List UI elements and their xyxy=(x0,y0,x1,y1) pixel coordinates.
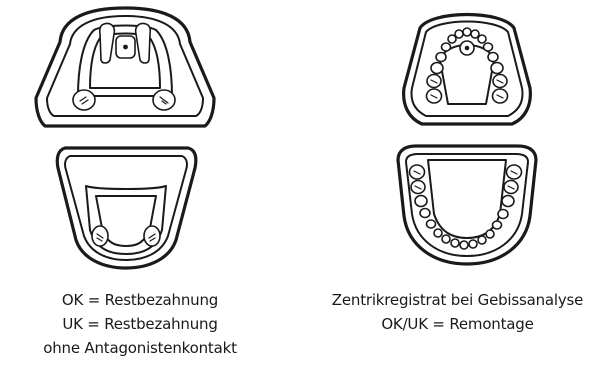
caption-left: OK = Restbezahnung UK = Restbezahnung oh… xyxy=(5,288,275,360)
upper-tooth xyxy=(488,53,498,62)
lower-tooth xyxy=(469,240,477,248)
caption-right-line-2: OK/UK = Remontage xyxy=(300,312,615,336)
upper-tooth xyxy=(484,43,493,51)
lower-tooth xyxy=(460,241,468,249)
lower-tooth xyxy=(427,220,436,228)
caption-left-line-3: ohne Antagonistenkontakt xyxy=(5,336,275,360)
lower-tooth xyxy=(415,196,427,207)
upper-teeth-row xyxy=(427,28,508,103)
lower-tooth xyxy=(451,239,459,247)
upper-tooth xyxy=(436,53,446,62)
caption-right-line-1: Zentrikregistrat bei Gebissanalyse xyxy=(300,288,615,312)
lower-tooth xyxy=(442,235,450,243)
lower-tooth xyxy=(493,221,502,229)
upper-tooth xyxy=(463,28,471,36)
lower-tooth xyxy=(502,196,514,207)
caption-left-line-1: OK = Restbezahnung xyxy=(5,288,275,312)
upper-tooth xyxy=(455,30,463,38)
lower-tooth xyxy=(478,236,486,244)
upper-tooth xyxy=(431,63,443,74)
upper-jaw-full-model xyxy=(404,15,531,125)
lower-tooth xyxy=(498,210,508,219)
upper-tooth xyxy=(442,43,451,51)
upper-tooth xyxy=(478,35,486,43)
caption-left-line-2: UK = Restbezahnung xyxy=(5,312,275,336)
lower-jaw-full-model xyxy=(398,146,536,264)
lower-tooth xyxy=(420,209,430,218)
upper-jaw-partial-model xyxy=(36,8,214,126)
lower-jaw-partial-model xyxy=(57,148,196,268)
lower-tooth xyxy=(486,230,494,238)
caption-right: Zentrikregistrat bei Gebissanalyse OK/UK… xyxy=(300,288,615,336)
lower-tooth xyxy=(434,229,442,237)
upper-tooth xyxy=(491,63,503,74)
